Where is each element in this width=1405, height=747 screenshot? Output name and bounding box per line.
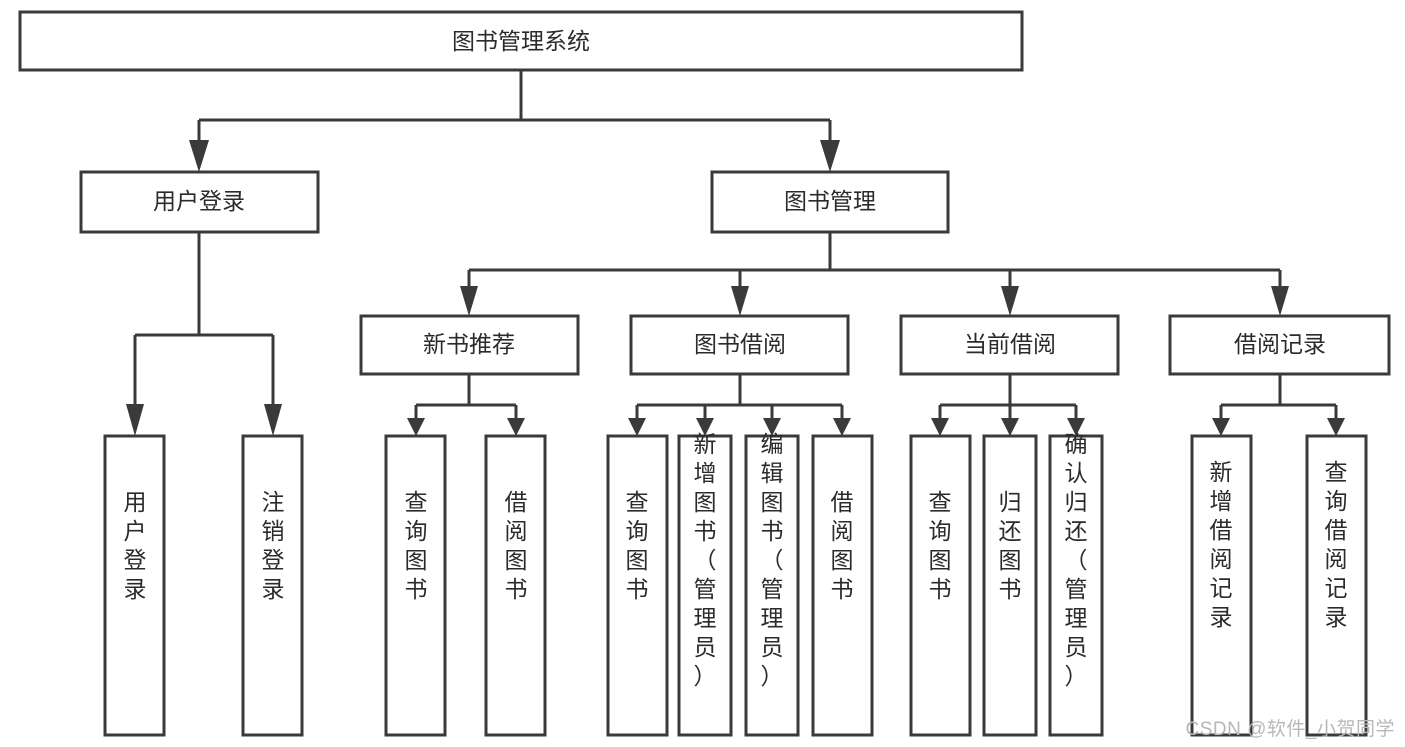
node-book-borrow-label: 图书借阅 xyxy=(694,331,786,357)
node-leaf-borrow-book-1[interactable]: 借阅图书 xyxy=(484,434,547,737)
arrowhead-icon-leaf-confirm-return-admin xyxy=(1067,418,1085,436)
arrowhead-icon-leaf-add-book-admin xyxy=(696,418,714,436)
arrowhead-icon-book-borrow xyxy=(731,286,749,316)
node-leaf-query-borrow-record-label: 查询借阅记录 xyxy=(1325,459,1348,630)
node-leaf-user-logout-box[interactable] xyxy=(241,434,304,737)
node-leaf-return-book[interactable]: 归还图书 xyxy=(982,434,1038,737)
arrowhead-icon-leaf-borrow-book-2 xyxy=(833,418,851,436)
node-current-borrow[interactable]: 当前借阅 xyxy=(899,314,1120,376)
node-leaf-confirm-return-admin-label: 确认归还（管理员） xyxy=(1065,431,1088,689)
node-borrow-record-label: 借阅记录 xyxy=(1234,331,1326,357)
node-leaf-add-borrow-record[interactable]: 新增借阅记录 xyxy=(1190,434,1253,737)
node-user-login-label: 用户登录 xyxy=(153,188,245,214)
node-leaf-confirm-return-admin-box[interactable] xyxy=(1048,434,1104,737)
arrowhead-icon-leaf-query-book-2 xyxy=(628,418,646,436)
node-leaf-query-book-1-label: 查询图书 xyxy=(405,489,428,602)
node-leaf-borrow-book-1-box[interactable] xyxy=(484,434,547,737)
node-leaf-query-book-1-box[interactable] xyxy=(384,434,447,737)
node-leaf-add-borrow-record-box[interactable] xyxy=(1190,434,1253,737)
node-leaf-query-book-2[interactable]: 查询图书 xyxy=(606,434,669,737)
node-leaf-borrow-book-2[interactable]: 借阅图书 xyxy=(811,434,874,737)
node-leaf-borrow-book-1-label: 借阅图书 xyxy=(505,489,528,602)
node-new-book-recommend[interactable]: 新书推荐 xyxy=(359,314,580,376)
node-book-manage-box[interactable] xyxy=(710,170,950,234)
arrowheads-group xyxy=(126,140,1345,436)
arrowhead-icon-user-login xyxy=(189,140,209,172)
node-new-book-recommend-label: 新书推荐 xyxy=(423,331,515,357)
node-book-borrow[interactable]: 图书借阅 xyxy=(629,314,850,376)
node-leaf-add-book-admin[interactable]: 新增图书（管理员） xyxy=(677,431,733,737)
node-leaf-user-login-box[interactable] xyxy=(103,434,166,737)
connectors-group xyxy=(133,70,1338,418)
node-root-box[interactable] xyxy=(18,10,1024,72)
node-leaf-query-book-1[interactable]: 查询图书 xyxy=(384,434,447,737)
node-book-borrow-box[interactable] xyxy=(629,314,850,376)
node-leaf-add-borrow-record-label: 新增借阅记录 xyxy=(1210,459,1233,630)
node-leaf-edit-book-admin[interactable]: 编辑图书（管理员） xyxy=(744,431,800,737)
node-leaf-query-book-3-label: 查询图书 xyxy=(929,489,952,602)
arrowhead-icon-leaf-query-book-3 xyxy=(931,418,949,436)
node-borrow-record-box[interactable] xyxy=(1168,314,1391,376)
node-leaf-borrow-book-2-label: 借阅图书 xyxy=(831,489,854,602)
node-leaf-borrow-book-2-box[interactable] xyxy=(811,434,874,737)
node-leaf-return-book-box[interactable] xyxy=(982,434,1038,737)
node-leaf-add-book-admin-label: 新增图书（管理员） xyxy=(694,431,717,689)
arrowhead-icon-borrow-record xyxy=(1271,286,1289,316)
node-leaf-confirm-return-admin[interactable]: 确认归还（管理员） xyxy=(1048,431,1104,737)
arrowhead-icon-current-borrow xyxy=(1001,286,1019,316)
node-leaf-user-logout-label: 注销登录 xyxy=(262,489,285,602)
node-current-borrow-label: 当前借阅 xyxy=(964,331,1056,357)
arrowhead-icon-leaf-return-book xyxy=(1001,418,1019,436)
node-user-login[interactable]: 用户登录 xyxy=(79,170,320,234)
arrowhead-icon-leaf-add-borrow-record xyxy=(1212,418,1230,436)
arrowhead-icon-leaf-user-login xyxy=(126,404,144,436)
arrowhead-icon-book-manage xyxy=(820,140,840,172)
arrowhead-icon-leaf-user-logout xyxy=(264,404,282,436)
arrowhead-icon-leaf-edit-book-admin xyxy=(763,418,781,436)
node-book-manage[interactable]: 图书管理 xyxy=(710,170,950,234)
node-leaf-query-book-3-box[interactable] xyxy=(909,434,972,737)
node-leaf-user-login[interactable]: 用户登录 xyxy=(103,434,166,737)
node-borrow-record[interactable]: 借阅记录 xyxy=(1168,314,1391,376)
node-root-label: 图书管理系统 xyxy=(452,28,590,54)
node-leaf-query-book-2-box[interactable] xyxy=(606,434,669,737)
node-leaf-edit-book-admin-label: 编辑图书（管理员） xyxy=(761,431,784,689)
node-book-manage-label: 图书管理 xyxy=(784,188,876,214)
arrowhead-icon-leaf-borrow-book-1 xyxy=(507,418,525,436)
node-leaf-user-login-label: 用户登录 xyxy=(124,489,147,602)
watermark: CSDN @软件_小贺同学 xyxy=(1185,719,1395,740)
node-leaf-add-book-admin-box[interactable] xyxy=(677,434,733,737)
node-user-login-box[interactable] xyxy=(79,170,320,234)
node-leaf-query-borrow-record[interactable]: 查询借阅记录 xyxy=(1305,434,1368,737)
arrowhead-icon-leaf-query-borrow-record xyxy=(1327,418,1345,436)
arrowhead-icon-new-book-recommend xyxy=(460,286,478,316)
node-leaf-query-book-2-label: 查询图书 xyxy=(626,489,649,602)
arrowhead-icon-leaf-query-book-1 xyxy=(407,418,425,436)
node-leaf-query-borrow-record-box[interactable] xyxy=(1305,434,1368,737)
node-leaf-query-book-3[interactable]: 查询图书 xyxy=(909,434,972,737)
node-root[interactable]: 图书管理系统 xyxy=(18,10,1024,72)
node-leaf-edit-book-admin-box[interactable] xyxy=(744,434,800,737)
node-leaf-user-logout[interactable]: 注销登录 xyxy=(241,434,304,737)
node-new-book-recommend-box[interactable] xyxy=(359,314,580,376)
node-current-borrow-box[interactable] xyxy=(899,314,1120,376)
node-leaf-return-book-label: 归还图书 xyxy=(999,489,1022,602)
